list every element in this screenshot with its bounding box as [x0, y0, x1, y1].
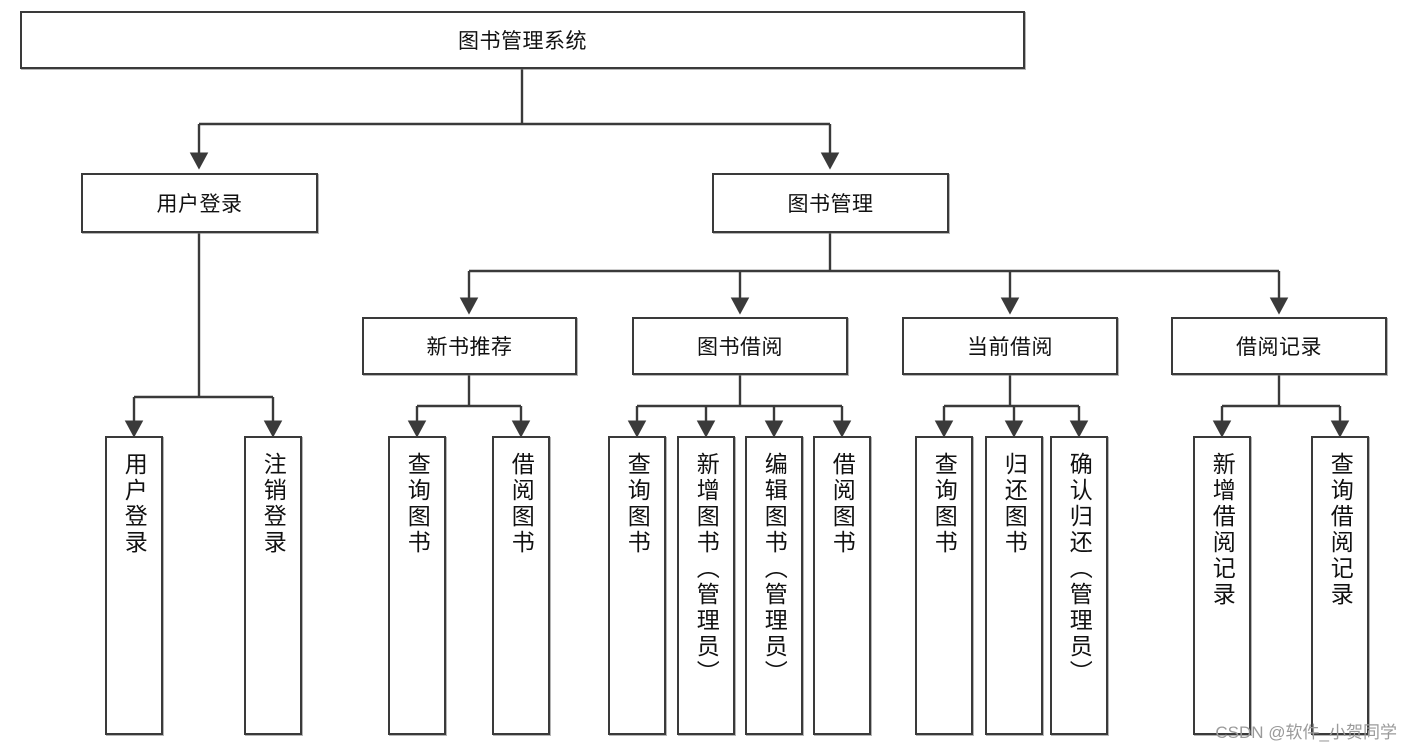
- node-label: 查询图书: [404, 452, 431, 556]
- node-label: 注销登录: [260, 452, 287, 556]
- node-user-login[interactable]: 用户登录: [81, 173, 318, 233]
- node-new-book-recommend[interactable]: 新书推荐: [362, 317, 577, 375]
- node-label: 借阅图书: [829, 452, 856, 556]
- node-leaf-add-borrow-record[interactable]: 新增借阅记录: [1193, 436, 1251, 735]
- node-label: 借阅记录: [1236, 336, 1322, 359]
- node-leaf-edit-book-admin[interactable]: 编辑图书（管理员）: [745, 436, 803, 735]
- node-label: 用户登录: [156, 193, 243, 216]
- node-label: 借阅图书: [508, 452, 535, 556]
- node-label: 编辑图书（管理员）: [761, 452, 788, 686]
- node-label: 查询借阅记录: [1327, 452, 1354, 608]
- node-leaf-add-book-admin[interactable]: 新增图书（管理员）: [677, 436, 735, 735]
- node-borrow-record[interactable]: 借阅记录: [1171, 317, 1387, 375]
- node-label: 图书管理系统: [458, 30, 587, 53]
- node-label: 用户登录: [121, 452, 148, 556]
- node-leaf-return-book[interactable]: 归还图书: [985, 436, 1043, 735]
- node-leaf-confirm-return-admin[interactable]: 确认归还（管理员）: [1050, 436, 1108, 735]
- node-leaf-borrow-book[interactable]: 借阅图书: [813, 436, 871, 735]
- node-book-borrow[interactable]: 图书借阅: [632, 317, 848, 375]
- node-leaf-query-book-current[interactable]: 查询图书: [915, 436, 973, 735]
- node-label: 查询图书: [931, 452, 958, 556]
- node-label: 图书管理: [787, 193, 874, 216]
- node-label: 当前借阅: [967, 336, 1053, 359]
- node-label: 新书推荐: [426, 336, 513, 359]
- node-label: 归还图书: [1001, 452, 1028, 556]
- node-book-management[interactable]: 图书管理: [712, 173, 949, 233]
- node-leaf-user-login[interactable]: 用户登录: [105, 436, 163, 735]
- csdn-watermark: CSDN @软件_小贺同学: [1215, 723, 1397, 742]
- node-current-borrow[interactable]: 当前借阅: [902, 317, 1118, 375]
- node-label: 确认归还（管理员）: [1066, 452, 1093, 686]
- node-leaf-borrow-book-recommend[interactable]: 借阅图书: [492, 436, 550, 735]
- node-label: 查询图书: [624, 452, 651, 556]
- node-leaf-query-borrow-record[interactable]: 查询借阅记录: [1311, 436, 1369, 735]
- node-label: 新增图书（管理员）: [693, 452, 720, 686]
- node-leaf-logout[interactable]: 注销登录: [244, 436, 302, 735]
- node-leaf-query-book-recommend[interactable]: 查询图书: [388, 436, 446, 735]
- node-root-system[interactable]: 图书管理系统: [20, 11, 1025, 69]
- node-label: 新增借阅记录: [1209, 452, 1236, 608]
- node-label: 图书借阅: [697, 336, 783, 359]
- node-leaf-query-book-borrow[interactable]: 查询图书: [608, 436, 666, 735]
